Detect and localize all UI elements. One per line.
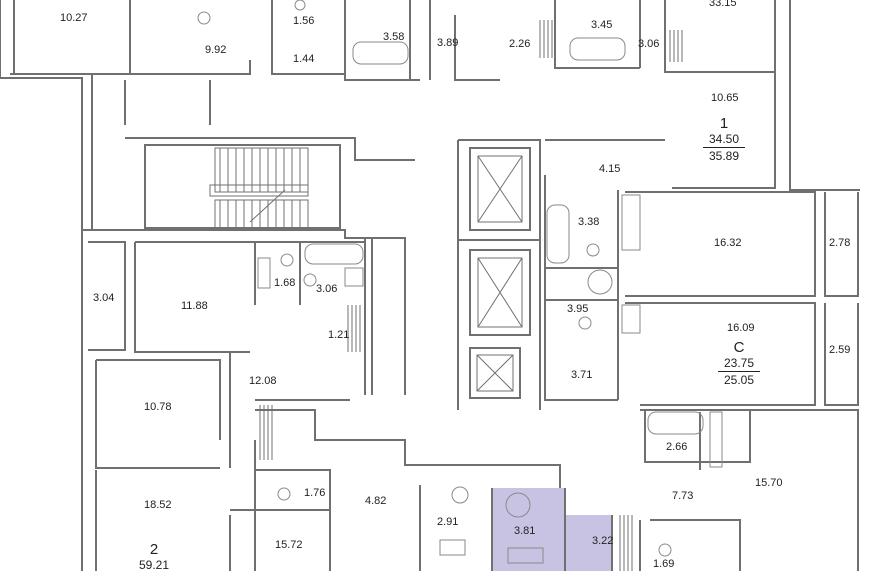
room-area-3-22: 3.22 xyxy=(592,535,614,547)
room-area-1-56: 1.56 xyxy=(293,15,315,27)
room-area-2-59: 2.59 xyxy=(829,344,851,356)
room-area-2-66: 2.66 xyxy=(666,441,688,453)
room-area-3-04: 3.04 xyxy=(93,292,115,304)
room-area-11-88: 11.88 xyxy=(181,300,208,312)
highlighted-room-3-22 xyxy=(565,515,612,571)
room-area-2-91: 2.91 xyxy=(437,516,459,528)
room-area-16-09: 16.09 xyxy=(727,322,755,334)
room-area-9-92: 9.92 xyxy=(205,44,227,56)
room-area-12-08: 12.08 xyxy=(249,375,277,387)
room-area-3-38: 3.38 xyxy=(578,216,600,228)
apartment-number: С xyxy=(733,339,745,356)
apartment-living-area: 34.50 xyxy=(708,132,740,146)
room-area-10-27: 10.27 xyxy=(60,12,88,24)
apartment-living-area: 23.75 xyxy=(723,356,755,370)
room-area-1-76: 1.76 xyxy=(304,487,326,499)
room-area-1-21: 1.21 xyxy=(328,329,350,341)
room-area-10-78: 10.78 xyxy=(144,401,172,413)
apartment-1-summary[interactable]: 1 34.50 35.89 xyxy=(703,116,745,163)
room-area-3-45: 3.45 xyxy=(591,19,613,31)
room-area-10-65: 10.65 xyxy=(711,92,739,104)
apartment-total-area: 35.89 xyxy=(703,147,745,163)
room-area-3-81: 3.81 xyxy=(514,525,536,537)
room-area-2-78: 2.78 xyxy=(829,237,851,249)
room-area-4-15: 4.15 xyxy=(599,163,621,175)
apartment-number: 1 xyxy=(719,115,729,132)
room-area-18-52: 18.52 xyxy=(144,499,172,511)
room-area-1-68: 1.68 xyxy=(274,277,296,289)
room-area-15-70: 15.70 xyxy=(755,477,783,489)
apartment-number: 2 xyxy=(149,541,159,558)
elevator-marks xyxy=(476,155,523,392)
room-area-1-69: 1.69 xyxy=(653,558,675,570)
apartment-total-area: 25.05 xyxy=(718,371,760,387)
room-area-2-26: 2.26 xyxy=(509,38,531,50)
room-area-15-72: 15.72 xyxy=(275,539,303,551)
room-area-7-73: 7.73 xyxy=(672,490,694,502)
apartment-2-summary[interactable]: 2 59.21 xyxy=(133,542,175,572)
apartment-c-summary[interactable]: С 23.75 25.05 xyxy=(718,340,760,387)
room-area-3-89: 3.89 xyxy=(437,37,459,49)
highlighted-room-3-81 xyxy=(492,488,565,571)
room-area-3-06: 3.06 xyxy=(638,38,660,50)
fixtures xyxy=(197,0,723,564)
room-area-1-44: 1.44 xyxy=(293,53,315,65)
room-area-3-71: 3.71 xyxy=(571,369,593,381)
room-area-3-06-b: 3.06 xyxy=(316,283,338,295)
room-area-3-95: 3.95 xyxy=(567,303,589,315)
room-area-3-58: 3.58 xyxy=(383,31,405,43)
room-area-16-32: 16.32 xyxy=(714,237,742,249)
room-area-33-15: 33.15 xyxy=(709,0,737,9)
window-hatches xyxy=(259,20,683,571)
apartment-living-area: 59.21 xyxy=(138,558,170,572)
room-area-4-82: 4.82 xyxy=(365,495,387,507)
